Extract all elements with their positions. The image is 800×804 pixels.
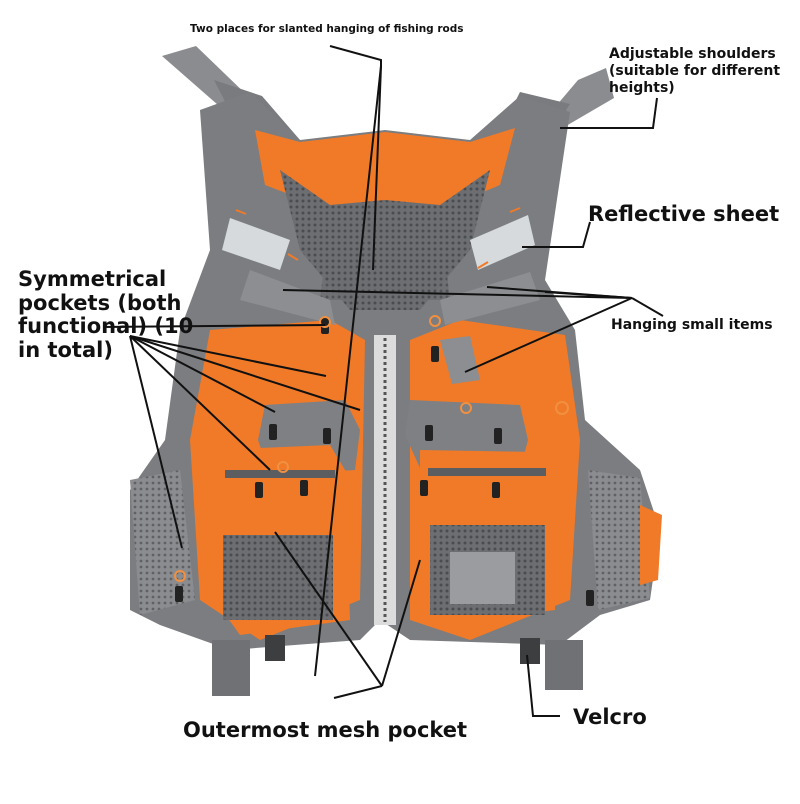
label-adjustable-shoulders: Adjustable shoulders (suitable for diffe…: [609, 46, 781, 96]
label-hanging-small-items: Hanging small items: [611, 317, 773, 333]
label-outermost-mesh-pocket: Outermost mesh pocket: [183, 718, 468, 742]
label-symmetrical-pockets: Symmetrical pockets (both functional) (1…: [18, 267, 194, 362]
vest-body: [130, 92, 662, 696]
label-reflective-sheet: Reflective sheet: [588, 202, 780, 226]
label-velcro: Velcro: [573, 705, 647, 729]
label-fishing-rod-hangers: Two places for slanted hanging of fishin…: [190, 23, 464, 35]
leader-lines: [102, 45, 664, 717]
